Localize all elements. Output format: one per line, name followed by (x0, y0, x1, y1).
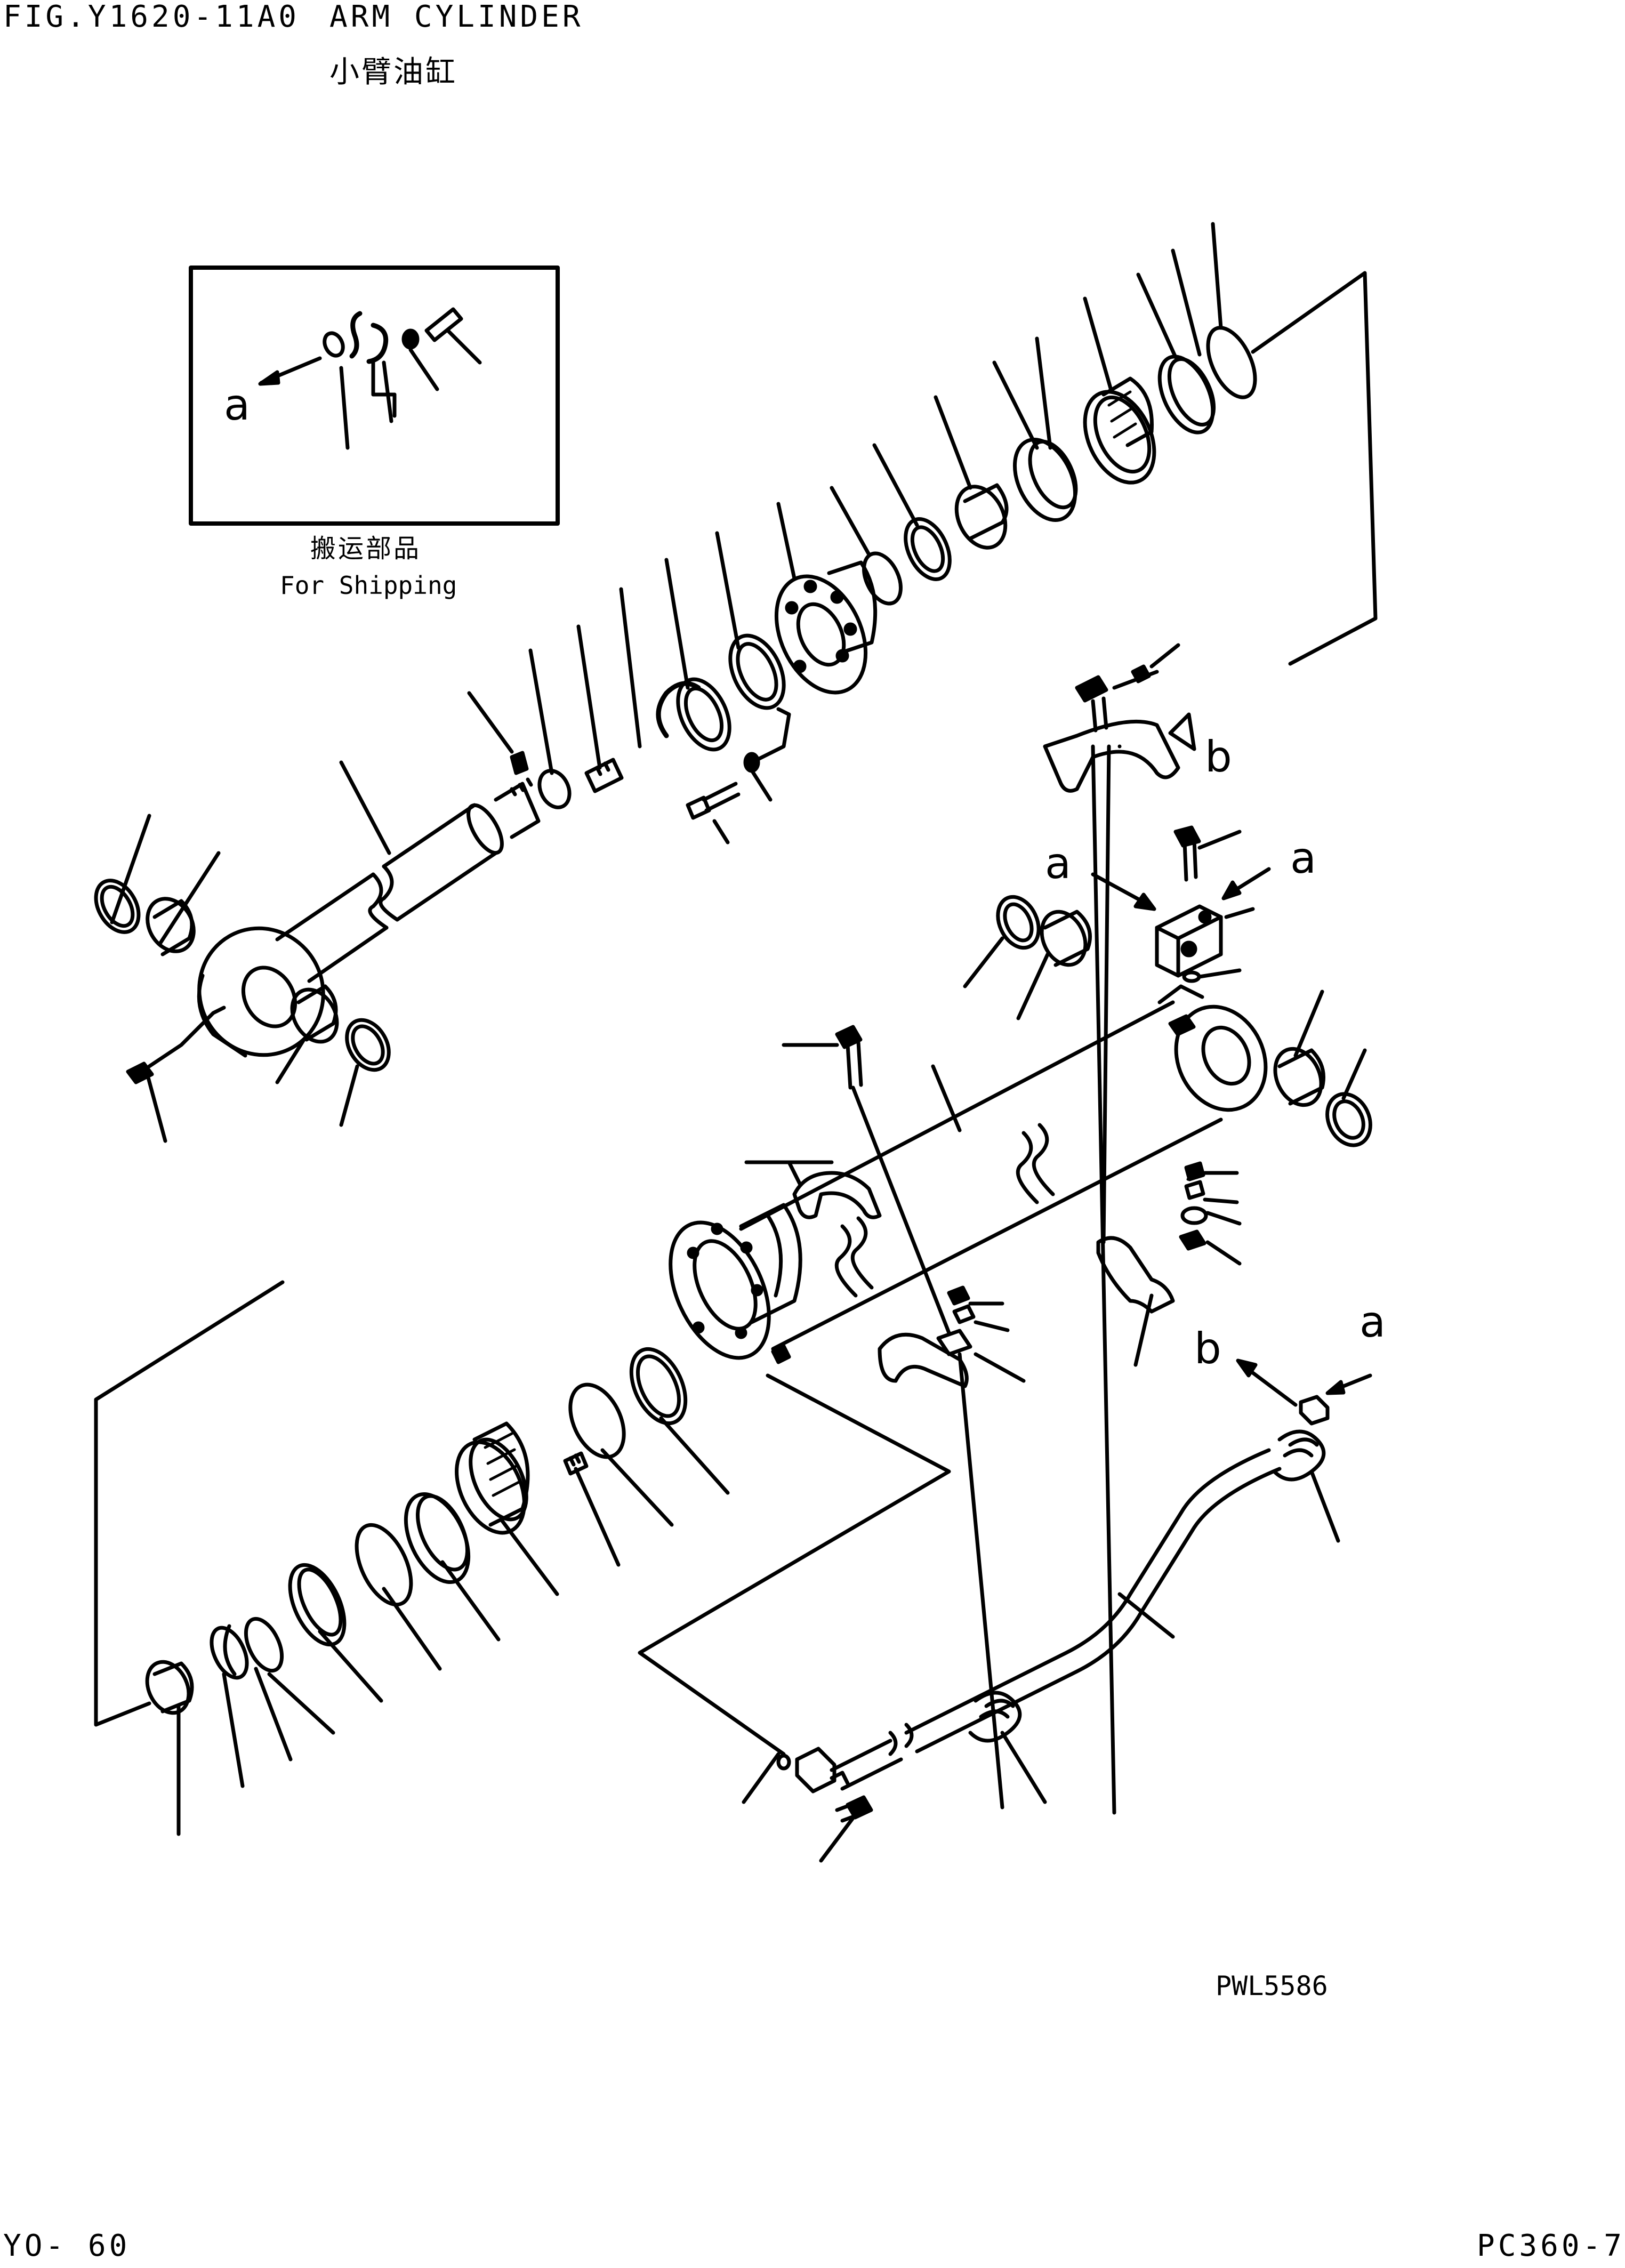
diagram-title-cn: 小臂油缸 (329, 55, 457, 90)
cylinder-tube-assembly (94, 643, 1372, 1863)
piston-rod-assembly (94, 222, 1378, 1143)
callout-a-right: a (1290, 833, 1317, 883)
inset-caption-en: For Shipping (280, 571, 457, 600)
inset-callout-a: a (224, 380, 251, 430)
footer-model: PC360-7 (1477, 2229, 1625, 2263)
figure-number: FIG.Y1620-11A0 (3, 0, 300, 34)
drawing-code: PWL5586 (1216, 1971, 1328, 2001)
callout-a-lower: a (1359, 1297, 1386, 1347)
diagram-title: ARM CYLINDER (329, 0, 584, 34)
callout-b-upper: b (1205, 732, 1232, 782)
footer-page-number: YO- 60 (3, 2229, 131, 2263)
inset-caption-cn: 搬运部品 (310, 534, 422, 564)
shipping-inset (189, 266, 560, 526)
callout-a-left: a (1045, 839, 1072, 888)
callout-b-lower: b (1194, 1324, 1221, 1373)
